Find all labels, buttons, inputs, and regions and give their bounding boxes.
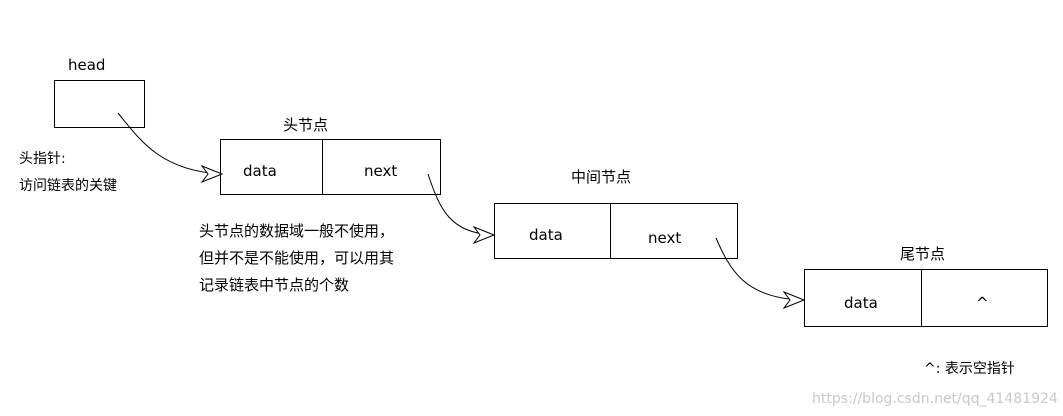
tail-node-divider [921,270,922,326]
head-node-next-field: next [364,162,398,180]
headnode-to-middle-arrowhead [472,225,496,245]
head-pointer-caption-1: 头指针: [19,151,66,167]
null-pointer-legend: ^: 表示空指针 [924,361,1015,377]
middle-to-tail-arrowhead [782,290,806,310]
middle-node-divider [610,204,611,258]
middle-node-next-field: next [648,229,682,247]
tail-node-data-field: data [844,294,878,312]
head-to-headnode-arrowhead [200,164,224,184]
head-node-title: 头节点 [283,116,329,134]
head-node-divider [322,140,323,194]
head-node-note-line-1: 头节点的数据域一般不使用， [199,222,395,240]
middle-node-box: data next [494,203,738,259]
middle-node-title: 中间节点 [571,168,632,186]
watermark: https://blog.csdn.net/qq_41481924 [812,391,1058,407]
tail-node-box: data ^ [804,269,1048,327]
tail-node-title: 尾节点 [900,245,946,263]
tail-node-null-field: ^ [976,294,989,312]
head-pointer-box [54,80,145,128]
head-to-headnode-curve [117,112,221,175]
head-node-note-line-3: 记录链表中节点的个数 [199,276,350,294]
head-node-data-field: data [243,162,277,180]
head-label: head [68,56,106,74]
head-node-note-line-2: 但并不是不能使用，可以用其 [199,249,395,267]
middle-to-tail-curve [715,237,803,301]
head-node-box: data next [220,139,441,195]
head-pointer-caption-2: 访问链表的关键 [19,178,117,194]
middle-node-data-field: data [529,226,563,244]
